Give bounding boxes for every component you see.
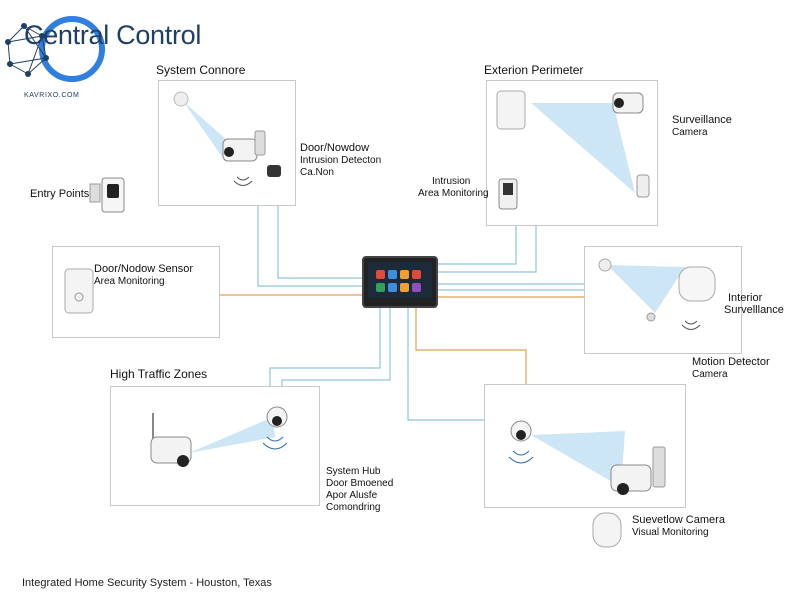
label-visual-monitoring: Visual Monitoring	[632, 527, 709, 538]
label-system-hub: System Hub	[326, 466, 381, 477]
label-camera-2: Camera	[692, 369, 728, 380]
zone-interior	[584, 246, 742, 354]
label-door-bmoened: Door Bmoened	[326, 478, 394, 489]
label-area-monitoring: Area Monitoring	[418, 188, 489, 199]
label-door-nowdow: Door/Nowdow	[300, 142, 370, 154]
brand-name: KAVRIXO.COM	[24, 92, 80, 99]
label-survelllance: Survelllance	[724, 304, 784, 316]
camera-beam-graphic	[173, 91, 281, 186]
label-apor-alusfe: Apor Alusfe	[326, 490, 378, 501]
sensor-icon	[496, 90, 526, 130]
page-title: Central Control	[24, 20, 202, 50]
zone-high-traffic	[110, 386, 320, 506]
keypad-icon	[89, 177, 125, 213]
label-entry-points: Entry Points	[30, 188, 90, 200]
camera-icon	[222, 130, 266, 162]
camera-icon	[610, 464, 652, 492]
zone-title-exterion: Exterion Perimeter	[484, 63, 584, 77]
sensor-icon	[64, 268, 94, 314]
label-suevetlow-camera: Suevetlow Camera	[632, 514, 725, 526]
zone-door-sensor	[52, 246, 220, 338]
zone-exterion-perimeter	[486, 80, 658, 226]
footer-caption: Integrated Home Security System - Housto…	[22, 577, 272, 589]
label-area-monitoring-2: Area Monitoring	[94, 276, 165, 287]
zone-title-system-connore: System Connore	[156, 63, 246, 77]
label-motion-detector: Motion Detector	[692, 356, 770, 368]
control-hub-panel[interactable]	[362, 256, 438, 308]
brand-logo-icon	[5, 16, 105, 82]
zone-system-connore	[158, 80, 296, 206]
camera-device-icon	[592, 512, 622, 548]
zone-title-high-traffic: High Traffic Zones	[110, 367, 208, 381]
label-canon: Ca.Non	[300, 167, 334, 178]
label-surveillance: Surveillance	[672, 114, 732, 126]
hub-screen	[368, 262, 432, 298]
label-intrusion-detecton: Intrusion Detecton	[300, 155, 382, 166]
motion-detector-icon	[678, 266, 716, 302]
camera-icon	[612, 92, 644, 114]
label-interior: Interior	[728, 292, 763, 304]
label-intrusion: Intrusion	[432, 176, 471, 187]
zone-surveillance-bottom	[484, 384, 686, 508]
label-door-nodow-sensor: Door/Nodow Sensor	[94, 263, 194, 275]
label-comondring: Comondring	[326, 502, 381, 513]
label-camera: Camera	[672, 127, 708, 138]
